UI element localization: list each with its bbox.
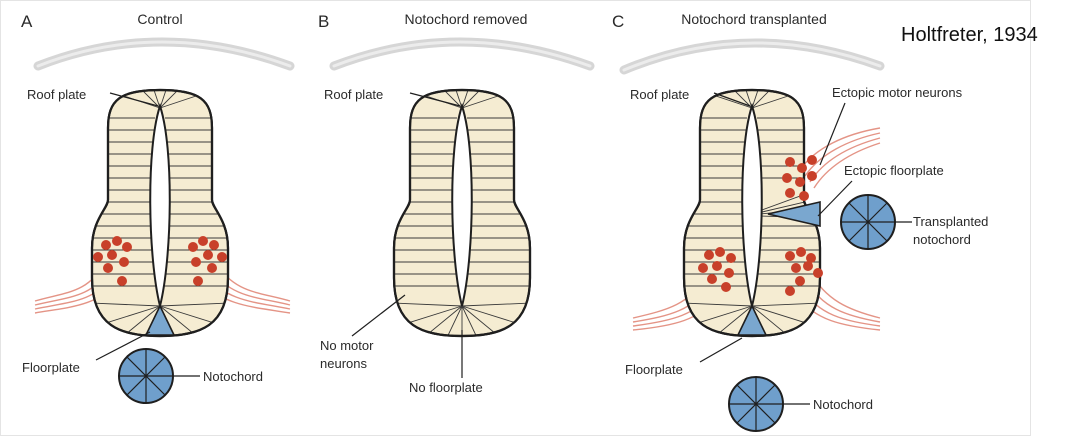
ectopic-floorplate-label: Ectopic floorplate bbox=[844, 163, 944, 178]
panel-b: B Notochord removed Roof plate No motor … bbox=[318, 11, 590, 395]
panel-letter-a: A bbox=[21, 12, 33, 31]
panel-a: A Control bbox=[21, 11, 290, 403]
neural-tube-b bbox=[392, 78, 532, 348]
notochord-label-c: Notochord bbox=[813, 397, 873, 412]
attribution-text: Holtfreter, 1934 bbox=[901, 24, 1038, 46]
panel-title-c: Notochord transplanted bbox=[681, 11, 827, 27]
notochord-c bbox=[729, 377, 783, 431]
panel-title-b: Notochord removed bbox=[405, 11, 528, 27]
panel-letter-b: B bbox=[318, 12, 329, 31]
neural-tube-a bbox=[90, 78, 230, 348]
roof-plate-label-c: Roof plate bbox=[630, 87, 689, 102]
ectopic-motor-neurons-label: Ectopic motor neurons bbox=[832, 85, 963, 100]
floorplate-label-a: Floorplate bbox=[22, 360, 80, 375]
panel-title-a: Control bbox=[137, 11, 182, 27]
panel-c: C Notochord transplanted bbox=[612, 11, 988, 431]
notochord-a bbox=[119, 349, 173, 403]
transplanted-notochord-label-line2: notochord bbox=[913, 232, 971, 247]
roof-plate-label-b: Roof plate bbox=[324, 87, 383, 102]
transplanted-notochord bbox=[841, 195, 895, 249]
transplanted-notochord-label-line1: Transplanted bbox=[913, 214, 988, 229]
no-motor-neurons-label-line2: neurons bbox=[320, 356, 367, 371]
notochord-label-a: Notochord bbox=[203, 369, 263, 384]
panel-letter-c: C bbox=[612, 12, 624, 31]
no-floorplate-label: No floorplate bbox=[409, 380, 483, 395]
roof-plate-label-a: Roof plate bbox=[27, 87, 86, 102]
neural-tube-c bbox=[682, 78, 822, 348]
no-motor-neurons-label-line1: No motor bbox=[320, 338, 374, 353]
floorplate-label-c: Floorplate bbox=[625, 362, 683, 377]
